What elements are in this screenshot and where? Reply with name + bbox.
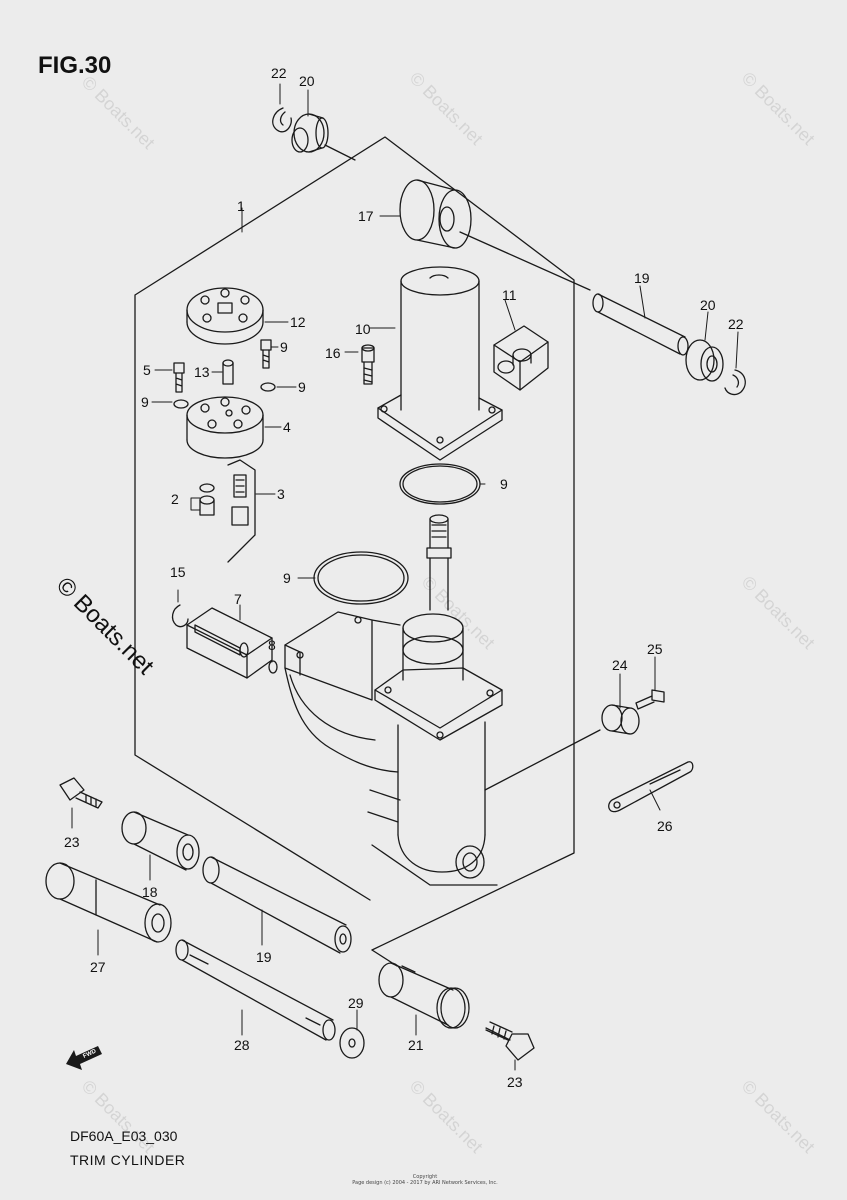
callout-11: 11 <box>502 287 517 303</box>
callout-22-top: 22 <box>271 65 287 81</box>
assembly-boundary <box>134 136 575 951</box>
callout-20-right: 20 <box>700 297 716 313</box>
part-7-valve <box>186 607 273 679</box>
callout-22-right: 22 <box>728 316 744 332</box>
part-17-sleeve <box>121 811 200 871</box>
lower-mount-outline <box>371 844 498 886</box>
callout-9-a: 9 <box>298 379 306 395</box>
model-code: DF60A_E03_030 <box>70 1128 178 1144</box>
callout-20-top: 20 <box>299 73 315 89</box>
part-3-check-valve <box>231 474 249 526</box>
part-24-bushing <box>601 704 640 735</box>
model-name: TRIM CYLINDER <box>70 1152 186 1168</box>
callout-6: 9 <box>280 339 288 355</box>
part-26-strap <box>608 761 694 813</box>
callout-15: 15 <box>170 564 186 580</box>
copyright-line-2: Page design (c) 2004 - 2017 by ARI Netwo… <box>352 1180 498 1186</box>
part-9-oring-c <box>399 463 481 505</box>
part-6-screw <box>260 339 272 369</box>
callout-16: 16 <box>325 345 341 361</box>
copyright-footer: Copyright Page design (c) 2004 - 2017 by… <box>340 1174 510 1186</box>
callout-29: 29 <box>348 995 364 1011</box>
part-9-oring-b <box>260 382 276 392</box>
callout-26: 26 <box>657 818 673 834</box>
part-20-bushing-top <box>291 113 329 153</box>
part-24-axis <box>484 729 601 791</box>
part-11-fitting <box>493 325 549 391</box>
leader-lines <box>71 83 739 1071</box>
part-21-axis <box>371 949 398 967</box>
callout-28: 28 <box>234 1037 250 1053</box>
part-20-bushing-right <box>685 339 724 382</box>
upper-pivot-axis <box>324 144 591 291</box>
callout-14: 17 <box>358 208 374 224</box>
callout-27: 27 <box>90 959 106 975</box>
part-28-pin <box>175 939 336 1041</box>
piston-rod <box>426 514 452 611</box>
callout-23-left: 23 <box>64 834 80 850</box>
callout-1: 1 <box>237 198 245 214</box>
callout-17: 18 <box>142 884 158 900</box>
part-22-circlip-top <box>272 107 292 133</box>
callout-8: 8 <box>268 637 276 653</box>
part-3-bracket <box>227 459 256 563</box>
trim-cylinder-body <box>284 611 503 879</box>
part-25-bolt <box>635 689 665 710</box>
callout-4: 4 <box>283 419 291 435</box>
part-23-bolt-left <box>59 777 103 809</box>
part-14-bushing <box>399 179 472 249</box>
part-9-oring-a <box>173 399 189 409</box>
callout-23-right: 23 <box>507 1074 523 1090</box>
part-16-screw <box>361 344 375 385</box>
callout-21: 21 <box>408 1037 424 1053</box>
callout-labels: 22 20 1 17 19 11 12 10 20 22 9 16 5 13 9… <box>64 65 744 1090</box>
part-27-sleeve <box>45 862 172 943</box>
callout-19: 19 <box>634 270 650 286</box>
callout-2: 2 <box>171 491 179 507</box>
part-8-ring <box>268 660 278 674</box>
part-4-valve-body <box>186 396 264 459</box>
copyright-line-1: Copyright <box>412 1174 438 1180</box>
callout-5: 5 <box>143 362 151 378</box>
part-15-circlip <box>171 604 189 628</box>
callout-3: 3 <box>277 486 285 502</box>
callout-25: 25 <box>647 641 663 657</box>
callout-24: 24 <box>612 657 628 673</box>
part-9-oring-d <box>313 551 409 605</box>
callout-7: 7 <box>234 591 242 607</box>
callout-9-c: 9 <box>500 476 508 492</box>
figure-title: FIG.30 <box>38 52 112 79</box>
callout-18: 19 <box>256 949 272 965</box>
part-10-reservoir <box>377 266 503 461</box>
part-9-oring-c-inner <box>402 465 478 503</box>
callout-9-d: 9 <box>283 570 291 586</box>
part-5-screw <box>173 362 185 393</box>
callout-13: 13 <box>194 364 210 380</box>
part-22-circlip-right <box>724 369 746 396</box>
part-12-valve-cover <box>186 287 264 345</box>
part-19-pin <box>592 293 689 356</box>
callout-10: 10 <box>355 321 371 337</box>
part-13-pin <box>222 359 234 385</box>
part-21-sleeve <box>378 962 470 1029</box>
fwd-arrow-icon: FWD <box>66 1046 102 1070</box>
callout-12: 12 <box>290 314 306 330</box>
callout-9-b: 9 <box>141 394 149 410</box>
fwd-label: FWD <box>82 1048 98 1059</box>
part-23-bolt-right <box>485 1021 535 1061</box>
part-9-oring-d-inner <box>317 554 405 602</box>
part-18-pin <box>202 856 352 954</box>
part-2-valve <box>199 483 215 516</box>
part-29-washer <box>339 1027 365 1059</box>
